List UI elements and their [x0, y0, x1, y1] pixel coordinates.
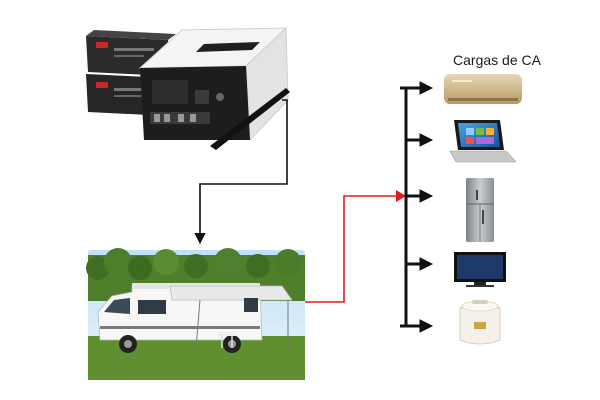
rice-cooker-icon	[459, 300, 501, 345]
ac-output-arrowhead	[396, 190, 406, 202]
loads-heading: Cargas de CA	[453, 52, 541, 68]
air-conditioner-icon	[444, 74, 522, 104]
ac-branches	[400, 81, 434, 333]
television-icon	[454, 252, 506, 287]
laptop-icon	[449, 120, 517, 163]
ac-output-wire	[305, 195, 396, 303]
refrigerator-icon	[466, 178, 494, 242]
inverter-icon	[138, 26, 290, 150]
motorhome-photo	[86, 248, 305, 380]
dc-wire	[194, 99, 288, 245]
